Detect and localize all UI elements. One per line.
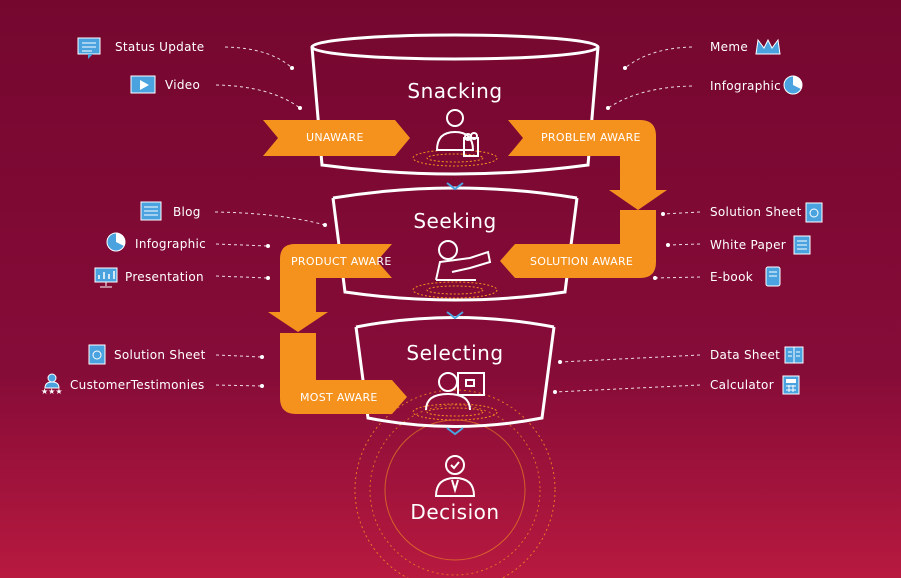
label-calculator: Calculator [710,378,774,392]
arrow-product-aware [268,244,392,332]
solution-sheet-icon [88,344,106,365]
stage-title-selecting: Selecting [406,341,504,365]
arrow-label-most-aware: MOST AWARE [300,391,378,404]
decision-person-icon [434,455,476,497]
arrow-problem-aware [508,120,667,210]
label-solution-sheet: Solution Sheet [114,348,206,362]
telescope-icon [435,240,492,281]
label-white-paper: White Paper [710,238,786,252]
label-solution-sheet-right: Solution Sheet [710,205,802,219]
calculator-icon [782,375,800,395]
label-meme: Meme [710,40,749,54]
chevron-down-icon [446,311,464,320]
label-customer-testimonies: CustomerTestimonies [70,378,205,392]
infographic-right-icon [783,75,803,95]
arrow-unaware [263,120,410,156]
presentation-icon [94,267,118,288]
infographic-icon [106,232,126,252]
arrow-most-aware [280,333,407,414]
arrow-label-unaware: UNAWARE [306,131,364,144]
arrow-solution-aware [500,210,656,278]
arrow-label-solution-aware: SOLUTION AWARE [530,255,634,268]
stage-title-snacking: Snacking [407,79,503,103]
customer-testimonies-icon: ★★★ [41,373,63,396]
label-status-update: Status Update [115,40,205,54]
arrow-label-problem-aware: PROBLEM AWARE [541,131,641,144]
chevron-down-icon [446,427,464,436]
arrow-label-product-aware: PRODUCT AWARE [291,255,392,268]
meme-icon [755,38,781,55]
person-screen-icon [425,372,485,411]
connector-dots-left [260,66,327,388]
right-connectors [554,46,701,393]
label-ebook: E-book [710,270,753,284]
chevron-down-icon [446,182,464,191]
label-infographic: Infographic [135,237,207,251]
left-connectors [214,46,326,387]
connector-dots-right [553,66,670,394]
ebook-icon [765,266,781,287]
data-sheet-icon [784,346,804,364]
label-presentation: Presentation [125,270,204,284]
solution-sheet-right-icon [805,202,823,223]
flow-arrows [263,120,667,414]
person-popcorn-icon [435,109,479,157]
svg-text:★★★: ★★★ [41,387,63,396]
label-blog: Blog [173,205,201,219]
chevron-icons [446,182,464,436]
label-video: Video [165,78,201,92]
status-update-icon [77,37,101,59]
stage-title-seeking: Seeking [413,209,497,233]
stage-title-decision: Decision [410,500,500,524]
white-paper-icon [793,235,811,255]
label-infographic-right: Infographic [710,79,782,93]
video-icon [130,75,156,94]
decision-circles [354,389,556,578]
funnel-segment-snacking [310,33,600,176]
blog-icon [140,201,162,221]
icon-platforms [412,149,498,421]
label-data-sheet: Data Sheet [710,348,781,362]
